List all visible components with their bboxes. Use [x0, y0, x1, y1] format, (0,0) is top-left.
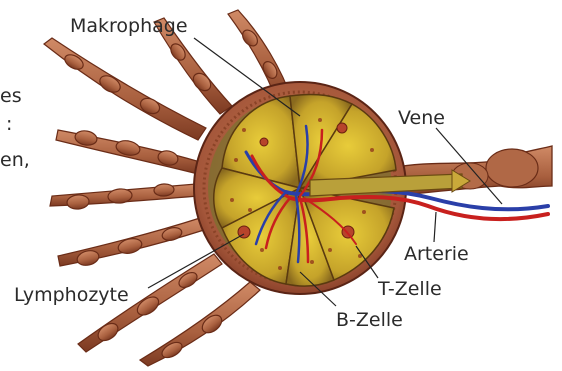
leader-arterie	[434, 212, 436, 242]
label-t-zelle: T-Zelle	[377, 278, 442, 300]
label-arterie: Arterie	[404, 243, 469, 265]
label-b-zelle: B-Zelle	[336, 309, 403, 331]
label-vene: Vene	[398, 107, 445, 129]
label-makrophage: Makrophage	[70, 15, 188, 37]
cropped-text-3: en,	[0, 149, 30, 171]
label-lymphozyte: Lymphozyte	[14, 284, 129, 306]
cropped-text-2: :	[6, 113, 12, 135]
cropped-text-1: es	[0, 85, 22, 107]
